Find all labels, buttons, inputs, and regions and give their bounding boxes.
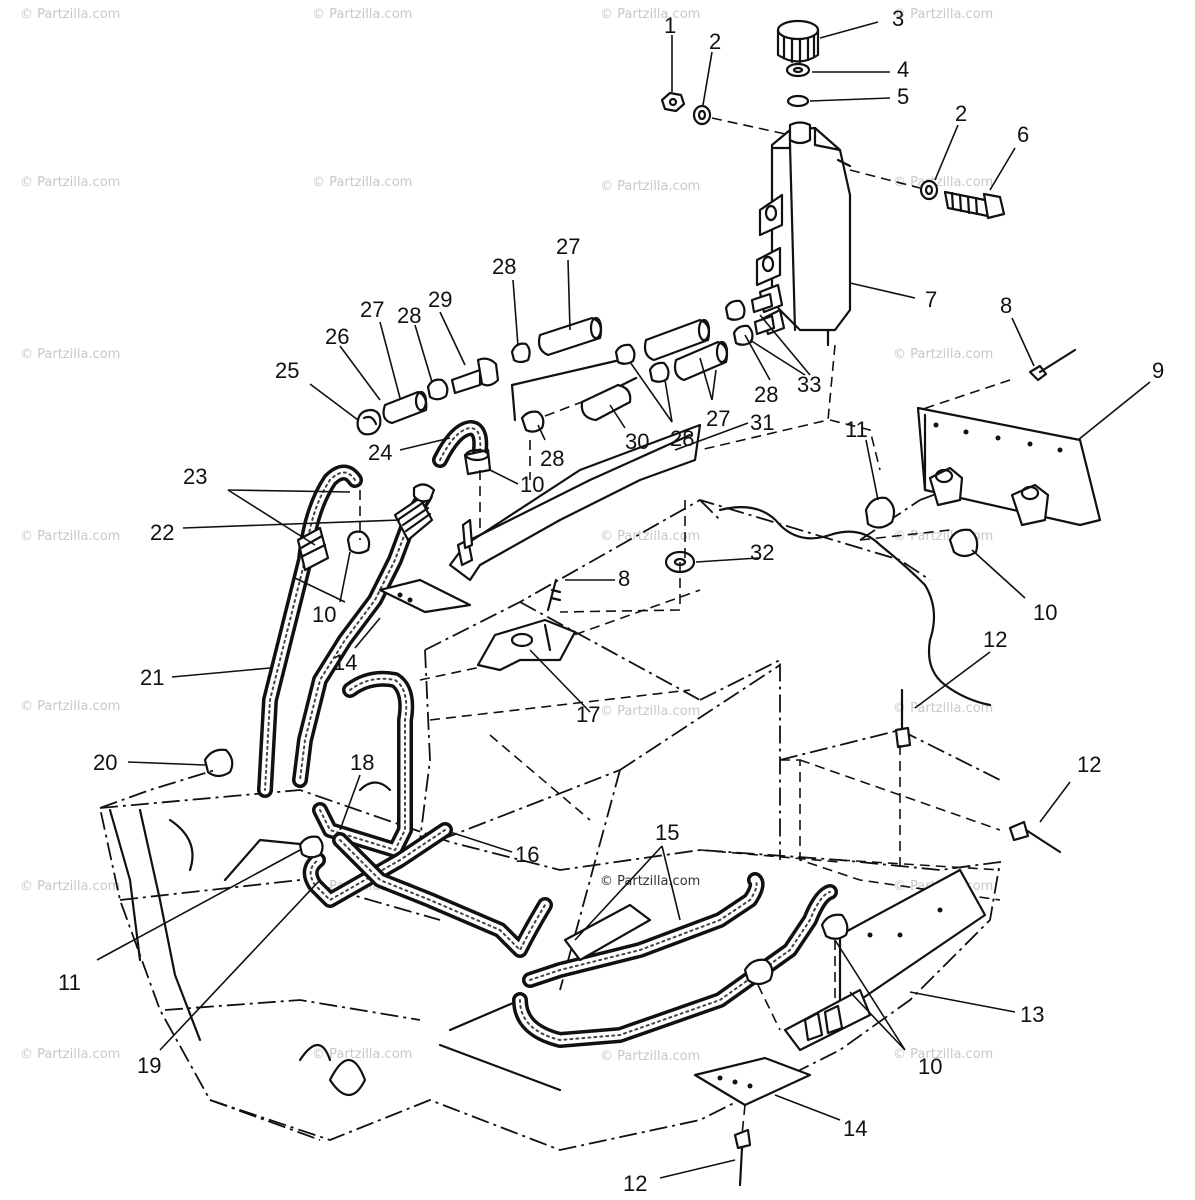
callout-25: 25 <box>275 358 299 383</box>
watermark: © Partzilla.com <box>600 529 700 544</box>
callout-11: 11 <box>58 970 81 995</box>
callout-30: 30 <box>625 429 649 454</box>
callout-10: 10 <box>520 472 544 497</box>
watermark: © Partzilla.com <box>20 7 120 22</box>
callout-3: 3 <box>892 6 904 31</box>
hose-fittings <box>356 292 776 436</box>
callout-21: 21 <box>140 665 164 690</box>
watermark: © Partzilla.com <box>893 701 993 716</box>
callout-14: 14 <box>333 650 357 675</box>
callout-2: 2 <box>955 101 967 126</box>
watermark: © Partzilla.com <box>20 347 120 362</box>
callout-18: 18 <box>350 750 374 775</box>
callout-4: 4 <box>897 57 909 82</box>
watermark: © Partzilla.com <box>20 175 120 190</box>
brackets <box>203 348 1102 1187</box>
callout-31: 31 <box>750 410 774 435</box>
callout-32: 32 <box>750 540 774 565</box>
callout-5: 5 <box>897 84 909 109</box>
watermark: © Partzilla.com <box>893 175 993 190</box>
callout-12: 12 <box>623 1171 647 1196</box>
callout-2: 2 <box>709 29 721 54</box>
watermark: © Partzilla.com <box>600 1049 700 1064</box>
callout-27: 27 <box>360 297 384 322</box>
callout-6: 6 <box>1017 122 1029 147</box>
callout-33: 33 <box>797 372 821 397</box>
callout-13: 13 <box>1020 1002 1044 1027</box>
watermark: © Partzilla.com <box>20 699 120 714</box>
watermark: © Partzilla.com <box>20 1047 120 1062</box>
callout-15: 15 <box>655 820 679 845</box>
watermark: © Partzilla.com <box>312 1047 412 1062</box>
leader-lines <box>96 21 1151 1179</box>
watermark: © Partzilla.com <box>312 175 412 190</box>
callout-17: 17 <box>576 702 600 727</box>
watermarks: © Partzilla.com © Partzilla.com © Partzi… <box>20 7 993 1064</box>
callout-10: 10 <box>1033 600 1057 625</box>
callout-8: 8 <box>618 566 630 591</box>
watermark: © Partzilla.com <box>893 7 993 22</box>
callout-28: 28 <box>492 254 516 279</box>
callout-29: 29 <box>428 287 452 312</box>
callout-16: 16 <box>515 842 539 867</box>
watermark: © Partzilla.com <box>600 704 700 719</box>
callout-26: 26 <box>325 324 349 349</box>
callout-10: 10 <box>918 1054 942 1079</box>
callout-11: 11 <box>845 417 868 442</box>
callout-24: 24 <box>368 440 392 465</box>
watermark: © Partzilla.com <box>20 879 120 894</box>
callout-23: 23 <box>183 464 207 489</box>
callout-12: 12 <box>983 627 1007 652</box>
callout-28: 28 <box>397 303 421 328</box>
chassis-outline <box>98 419 1002 1151</box>
callout-27: 27 <box>706 406 730 431</box>
callout-12: 12 <box>1077 752 1101 777</box>
watermark: © Partzilla.com <box>600 7 700 22</box>
callout-28: 28 <box>540 446 564 471</box>
callout-14: 14 <box>843 1116 867 1141</box>
watermark: © Partzilla.com <box>893 1047 993 1062</box>
watermark: © Partzilla.com <box>312 7 412 22</box>
watermark-center: © Partzilla.com <box>600 874 700 889</box>
coolant-bottle-assembly <box>660 19 1006 347</box>
watermark: © Partzilla.com <box>600 179 700 194</box>
callout-8: 8 <box>1000 293 1012 318</box>
callout-22: 22 <box>150 520 174 545</box>
watermark: © Partzilla.com <box>893 347 993 362</box>
callout-20: 20 <box>93 750 117 775</box>
alignment-lines <box>99 344 1011 1136</box>
hoses <box>257 420 838 1048</box>
callout-27: 27 <box>556 234 580 259</box>
callout-1: 1 <box>664 13 676 38</box>
callout-7: 7 <box>925 287 937 312</box>
watermark: © Partzilla.com <box>20 529 120 544</box>
callout-9: 9 <box>1152 358 1164 383</box>
callout-19: 19 <box>137 1053 161 1078</box>
callout-10: 10 <box>312 602 336 627</box>
callout-28: 28 <box>670 426 694 451</box>
callout-28: 28 <box>754 382 778 407</box>
callouts: 1 2 3 4 5 2 6 7 8 9 27 28 27 28 29 26 25… <box>58 6 1164 1196</box>
